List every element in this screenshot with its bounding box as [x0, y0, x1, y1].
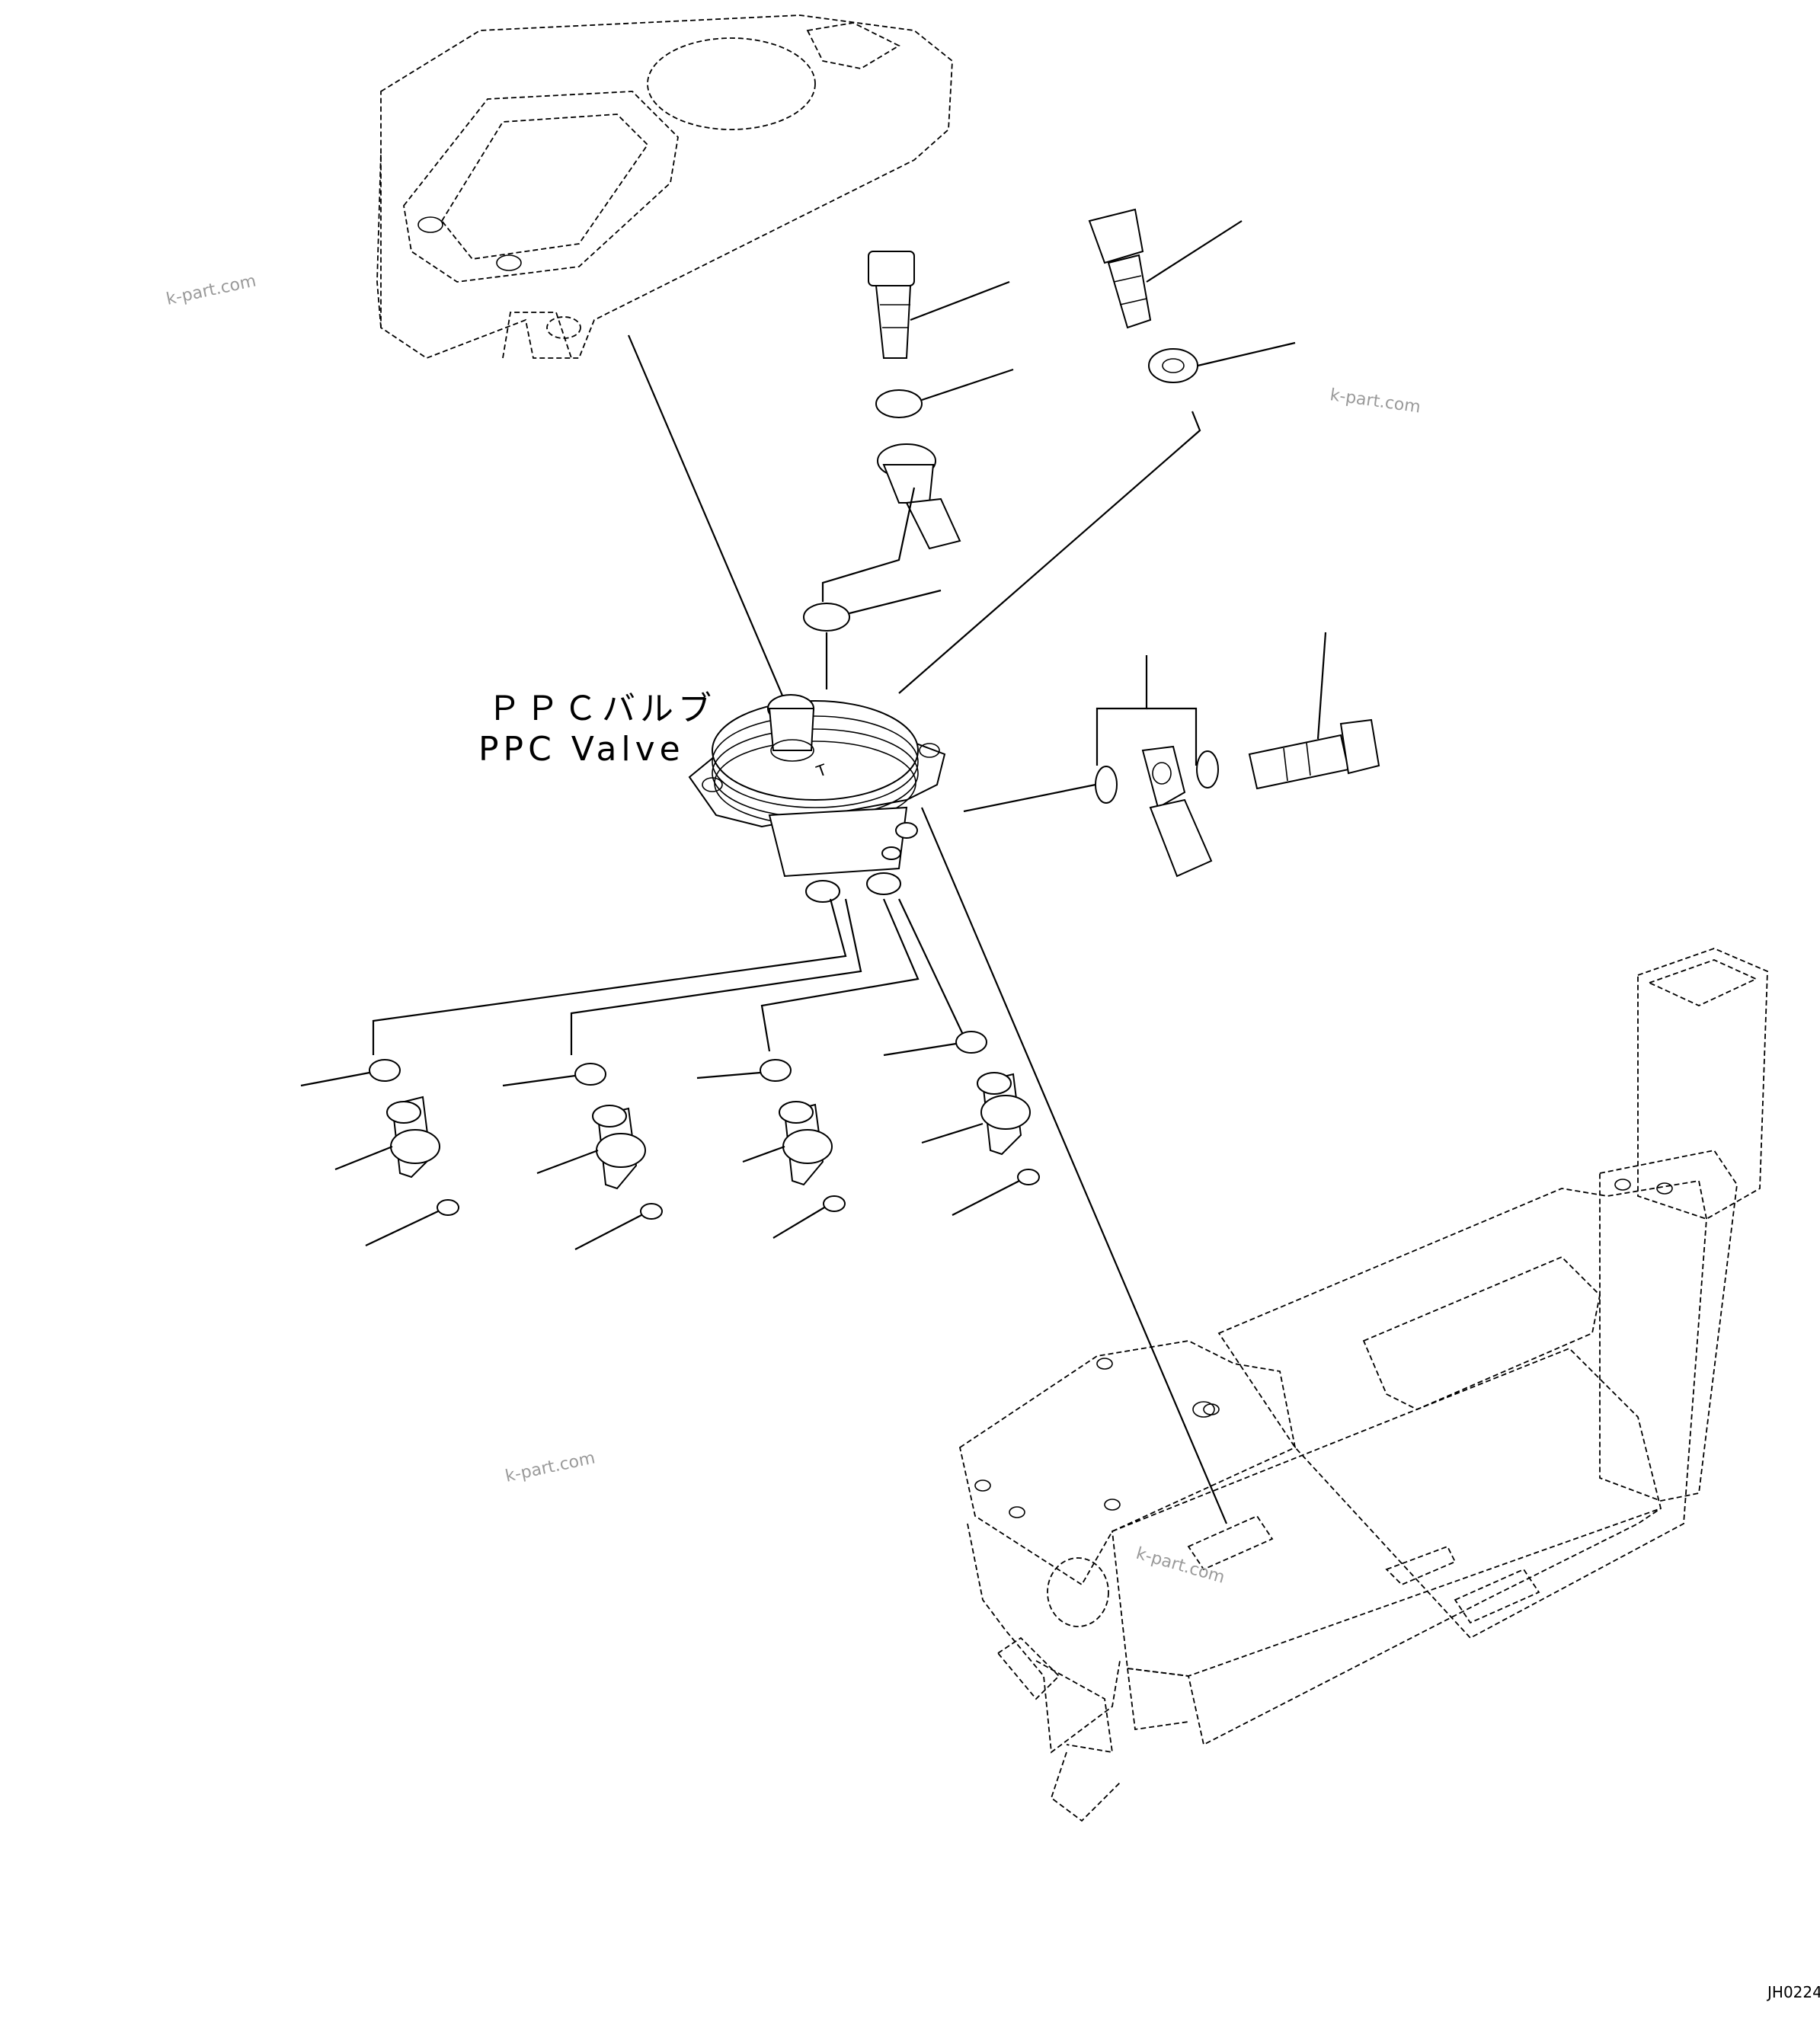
fitting-set-2: [502, 1063, 663, 1250]
label-en: PPC Valve: [478, 730, 685, 769]
ppc-valve: T: [688, 694, 946, 903]
washer-upper-right: [1148, 341, 1296, 383]
label-jp: ＰＰＣバルブ: [488, 689, 716, 728]
o-ring-upper: [875, 368, 1014, 418]
leader-lines-upper: [627, 334, 1201, 702]
bolt-right: [1248, 632, 1380, 790]
console-cover: [376, 14, 953, 360]
drawing-code: JH022447: [1766, 1983, 1820, 2001]
watermark: k-part.com: [1329, 385, 1422, 417]
watermark: k-part.com: [165, 272, 257, 309]
o-ring-mid: [803, 589, 942, 632]
fitting-set-4: [883, 1031, 1040, 1216]
ppc-valve-label: ＰＰＣバルブ PPC Valve: [478, 689, 716, 769]
bolt-upper-right: [1088, 208, 1243, 329]
fitting-set-1: [300, 1059, 459, 1246]
hose-leaders: [372, 807, 1228, 1524]
bolt-upper-left: [868, 251, 1010, 359]
watermark: k-part.com: [1134, 1544, 1227, 1588]
pivot-bracket: [963, 655, 1219, 878]
watermarks: k-part.com k-part.com k-part.com k-part.…: [165, 272, 1422, 1588]
fitting-set-3: [696, 1059, 846, 1239]
fitting-upper: [877, 443, 961, 550]
console-frame: [958, 948, 1768, 1822]
watermark: k-part.com: [504, 1449, 597, 1486]
